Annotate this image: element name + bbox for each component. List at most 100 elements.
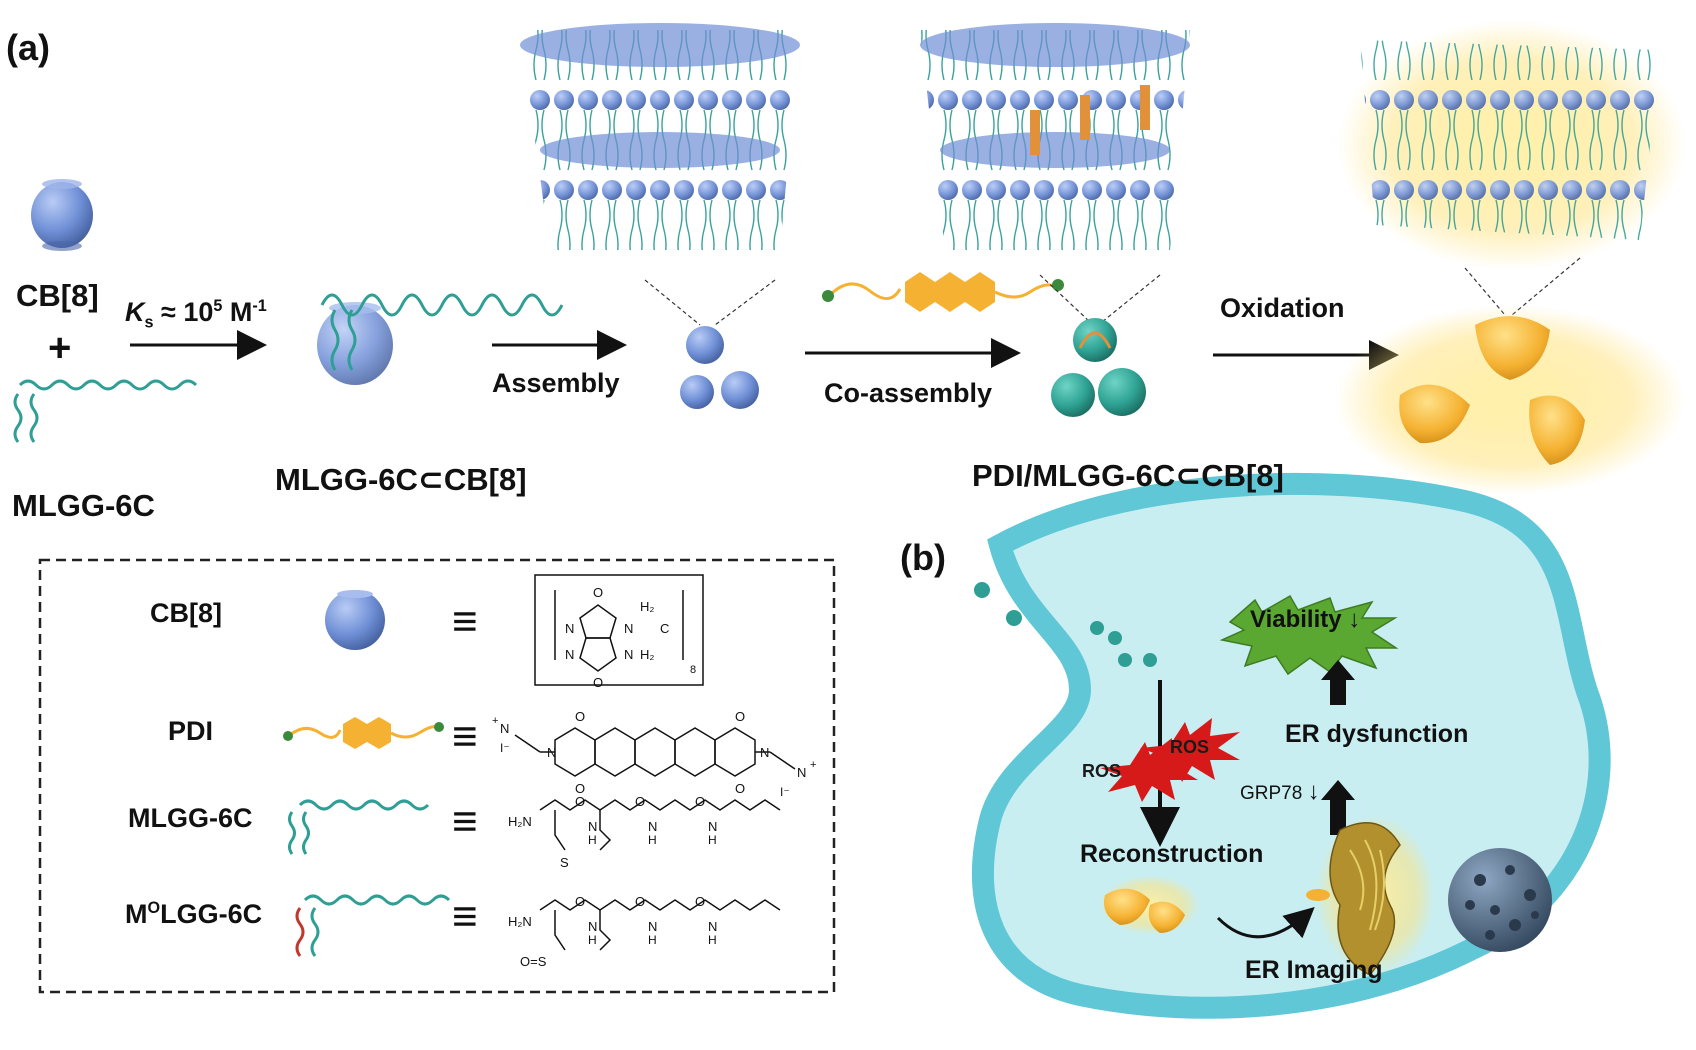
assembly-label: Assembly xyxy=(492,368,620,398)
zoom-line xyxy=(644,279,701,326)
nanoparticle-dot xyxy=(974,582,990,598)
cb8-atom-n: N xyxy=(624,621,634,636)
equiv-symbol: ≡ xyxy=(452,797,478,846)
oxidized-fragments xyxy=(1335,305,1685,495)
equiv-symbol: ≡ xyxy=(452,892,478,941)
ox-name-rest: LGG-6C xyxy=(160,899,263,929)
nanoparticle-dot xyxy=(1090,621,1104,635)
up-arrow-grp xyxy=(1321,780,1355,835)
er-structure xyxy=(1306,815,1435,976)
vesicle xyxy=(686,326,724,364)
cb8-atom-o: O xyxy=(593,585,604,600)
vesicle xyxy=(1098,368,1146,416)
complex-label: MLGG-6C⊂CB[8] xyxy=(275,462,527,497)
grp78-text: GRP78 xyxy=(1240,783,1303,804)
ros-label-2: ROS xyxy=(1170,737,1210,757)
oxidation-label: Oxidation xyxy=(1220,293,1345,323)
panel-b-label: (b) xyxy=(900,537,946,578)
grp78-down-arrow: ↓ xyxy=(1307,778,1320,805)
cb8-atom-n: N xyxy=(565,647,575,662)
cb8-sphere xyxy=(31,179,93,251)
ox-peptide-atom-o: O xyxy=(695,894,706,909)
zoom-line xyxy=(1039,274,1091,323)
ox-peptide-atom-h: H xyxy=(648,933,657,947)
ox-peptide-sulfoxide: O=S xyxy=(520,954,547,969)
peptide-atom-n: N xyxy=(648,819,658,834)
cb8-atom-n: N xyxy=(624,647,634,662)
legend-pdi-label: PDI xyxy=(168,716,214,746)
viability-text: Viability xyxy=(1250,606,1342,633)
equiv-symbol: ≡ xyxy=(452,597,478,646)
viability-burst xyxy=(1219,594,1399,676)
pdi-plus: + xyxy=(492,715,499,727)
pdi-molecule xyxy=(822,272,1064,312)
cb8-atom-o: O xyxy=(593,675,604,690)
pdi-plus: + xyxy=(810,759,817,771)
cb8-structure xyxy=(534,574,704,686)
pdi-atom-n: N xyxy=(547,745,557,760)
reconstruction-label: Reconstruction xyxy=(1080,840,1264,868)
up-arrow-er xyxy=(1321,660,1355,705)
vesicle xyxy=(1051,373,1095,417)
pdi-atom-o: O xyxy=(575,709,586,724)
viability-label: Viability ↓ xyxy=(1250,608,1360,632)
peptide-atom-n: N xyxy=(708,819,718,834)
peptide-label: MLGG-6C xyxy=(12,488,155,523)
pdi-iodide: I⁻ xyxy=(780,785,790,799)
cb8-label: CB[8] xyxy=(16,278,99,313)
pdi-atom-o: O xyxy=(735,781,746,796)
er-dysfunction-label: ER dysfunction xyxy=(1285,720,1469,748)
vesicle xyxy=(680,375,714,409)
ox-peptide-atom-h: H xyxy=(588,933,597,947)
zoom-line xyxy=(1101,274,1161,323)
nanoparticle-dot xyxy=(1143,653,1157,667)
complex-icon xyxy=(317,293,564,385)
nucleus xyxy=(1448,848,1552,952)
nanosheet-structure xyxy=(1338,20,1686,270)
peptide-atom-h: H xyxy=(648,833,657,847)
ros-label-1: ROS xyxy=(1082,761,1122,781)
ros-burst-2 xyxy=(1140,718,1240,782)
legend-pdi-icon xyxy=(283,717,444,749)
legend-ox-peptide-icon xyxy=(295,894,451,957)
nanoparticle-dot xyxy=(1118,653,1132,667)
ox-peptide-structure xyxy=(539,899,781,951)
bilayer-stack-1 xyxy=(520,23,800,250)
pdi-atom-n: N xyxy=(760,745,770,760)
peptide-icon xyxy=(13,379,198,443)
zoom-line xyxy=(714,279,776,326)
grp78-label: GRP78 ↓ xyxy=(1240,780,1320,804)
ks-subscript: s xyxy=(144,313,154,332)
ox-peptide-atom-o: O xyxy=(575,894,586,909)
ks-unit-exponent: -1 xyxy=(252,297,267,315)
ox-peptide-atom-o: O xyxy=(635,894,646,909)
pdi-iodide: I⁻ xyxy=(500,741,510,755)
binding-constant: Ks ≈ 105 M-1 xyxy=(125,298,267,331)
cb8-repeat: 8 xyxy=(690,664,697,676)
ros-burst-1 xyxy=(1100,738,1198,802)
peptide-structure xyxy=(539,799,781,851)
er-imaging-label: ER Imaging xyxy=(1245,956,1383,984)
panel-a-label: (a) xyxy=(6,27,50,68)
pdi-vesicle xyxy=(1073,318,1117,362)
ox-name-main: M xyxy=(125,899,148,929)
peptide-atom-o: O xyxy=(635,794,646,809)
ox-peptide-amine: H₂N xyxy=(508,914,532,929)
ks-unit: M xyxy=(222,297,253,327)
equiv-symbol: ≡ xyxy=(452,712,478,761)
pdi-complex-label: PDI/MLGG-6C⊂CB[8] xyxy=(972,458,1284,493)
peptide-atom-h: H xyxy=(708,833,717,847)
cb8-h2-top: H₂ xyxy=(640,599,655,614)
legend-box xyxy=(38,558,836,994)
pdi-atom-o: O xyxy=(735,709,746,724)
peptide-atom-o: O xyxy=(575,794,586,809)
pdi-structure xyxy=(514,727,796,777)
coassembly-label: Co-assembly xyxy=(824,378,993,408)
nanoparticle-dot xyxy=(1108,631,1122,645)
peptide-atom-n: N xyxy=(588,819,598,834)
ox-name-sup: O xyxy=(147,899,161,917)
ks-symbol: K xyxy=(125,297,145,327)
ks-value: ≈ 10 xyxy=(153,297,214,327)
cb8-atom-n: N xyxy=(565,621,575,636)
